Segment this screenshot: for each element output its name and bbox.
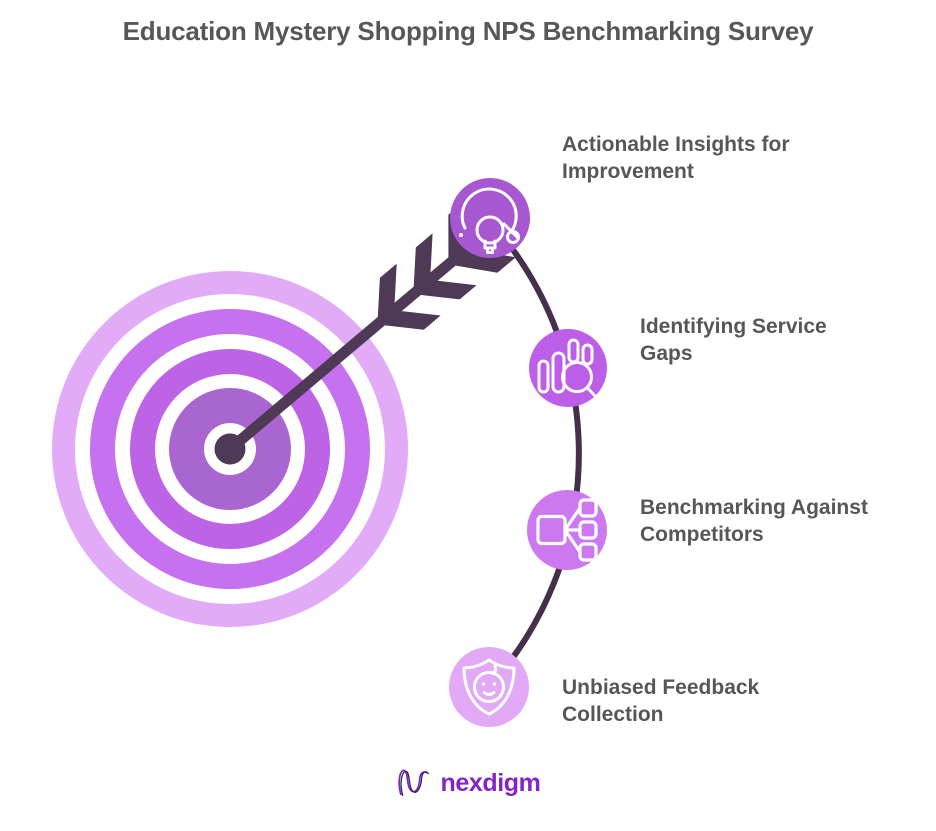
step-label-benchmarking-against-competitors: Benchmarking Against Competitors [640,496,868,547]
steps-arc-connector [484,215,582,690]
footer-logo: nexdigm [0,764,936,802]
step-label-unbiased-feedback-collection: Unbiased Feedback Collection [562,676,760,727]
shield-smiley-icon [462,658,516,716]
nexdigm-wave-icon [397,769,429,797]
logo-wave-stroke-purple [397,769,428,796]
step-3-icon-circle [527,490,607,570]
step-label-identifying-service-gaps: Identifying Service Gaps [640,315,827,366]
step-label-actionable-insights: Actionable Insights for Improvement [562,133,790,184]
arrow-fletching-feather-1 [377,263,441,330]
arrow-fletching-feather-2 [413,233,477,300]
step-4-icon-circle [449,647,529,727]
step-2-icon-circle [529,329,607,407]
arrow-shaft [227,250,464,453]
page-title: Education Mystery Shopping NPS Benchmark… [122,16,814,46]
insight-gauge-bulb-icon [459,187,520,254]
step-1-icon-circle [450,178,530,258]
bar-chart-magnifier-icon [537,338,599,400]
hierarchy-nodes-icon [536,498,598,562]
logo-text: nexdigm [440,768,541,797]
logo-wave-stroke-navy [399,770,429,797]
